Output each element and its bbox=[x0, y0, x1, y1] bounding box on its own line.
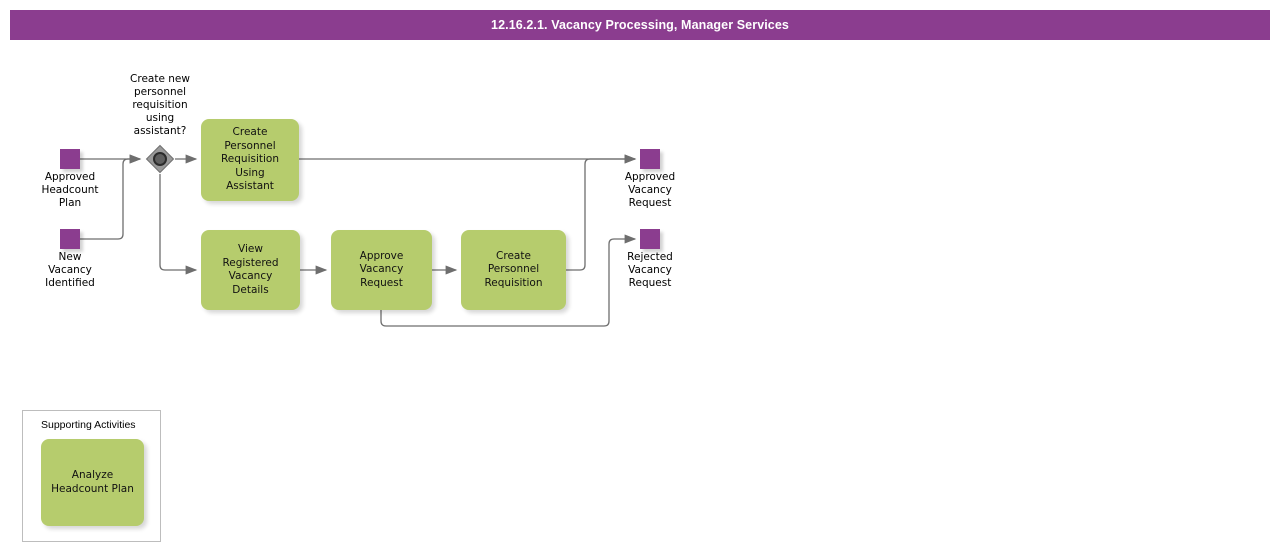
start-event-new-vacancy-identified[interactable]: New Vacancy Identified bbox=[45, 229, 95, 289]
supporting-activities-group: Supporting Activities Analyze Headcount … bbox=[22, 410, 161, 542]
start-event-icon bbox=[60, 229, 80, 249]
supporting-activities-title: Supporting Activities bbox=[41, 419, 136, 431]
task-label: Create Personnel Requisition Using Assis… bbox=[220, 126, 280, 193]
connector-approve-request-to-rejected bbox=[380, 234, 637, 327]
start-event-label: Approved Headcount Plan bbox=[41, 171, 99, 209]
page-title-bar: 12.16.2.1. Vacancy Processing, Manager S… bbox=[10, 10, 1270, 40]
end-event-label: Rejected Vacancy Request bbox=[627, 251, 673, 289]
start-event-icon bbox=[60, 149, 80, 169]
task-label: Create Personnel Requisition bbox=[484, 249, 543, 289]
event-based-gateway-icon bbox=[145, 144, 175, 174]
task-view-registered-vacancy-details[interactable]: View Registered Vacancy Details bbox=[201, 230, 300, 310]
task-analyze-headcount-plan[interactable]: Analyze Headcount Plan bbox=[41, 439, 144, 526]
task-create-personnel-requisition[interactable]: Create Personnel Requisition bbox=[461, 230, 566, 310]
process-diagram-canvas: Approved Headcount Plan New Vacancy Iden… bbox=[0, 40, 1280, 550]
task-approve-vacancy-request[interactable]: Approve Vacancy Request bbox=[331, 230, 432, 310]
gateway-label: Create new personnel requisition using a… bbox=[130, 73, 190, 137]
connector-layer bbox=[80, 154, 637, 327]
task-label: View Registered Vacancy Details bbox=[222, 243, 279, 296]
page-title: 12.16.2.1. Vacancy Processing, Manager S… bbox=[491, 18, 789, 32]
end-event-approved-vacancy-request[interactable]: Approved Vacancy Request bbox=[625, 149, 675, 209]
start-event-approved-headcount-plan[interactable]: Approved Headcount Plan bbox=[41, 149, 99, 209]
end-event-label: Approved Vacancy Request bbox=[624, 171, 676, 209]
task-label: Approve Vacancy Request bbox=[359, 249, 404, 289]
task-create-personnel-requisition-using-assistant[interactable]: Create Personnel Requisition Using Assis… bbox=[201, 119, 299, 201]
connector-gateway-to-view-registered-vacancy-details bbox=[159, 174, 198, 275]
end-event-rejected-vacancy-request[interactable]: Rejected Vacancy Request bbox=[627, 229, 673, 289]
start-event-label: New Vacancy Identified bbox=[45, 251, 95, 289]
connector-create-requisition-to-approved bbox=[566, 154, 637, 271]
connector-new-vacancy-identified-to-gateway bbox=[80, 154, 142, 240]
end-event-icon bbox=[640, 149, 660, 169]
end-event-icon bbox=[640, 229, 660, 249]
gateway-create-requisition-assistant[interactable] bbox=[145, 144, 175, 174]
task-label: Analyze Headcount Plan bbox=[51, 469, 134, 495]
